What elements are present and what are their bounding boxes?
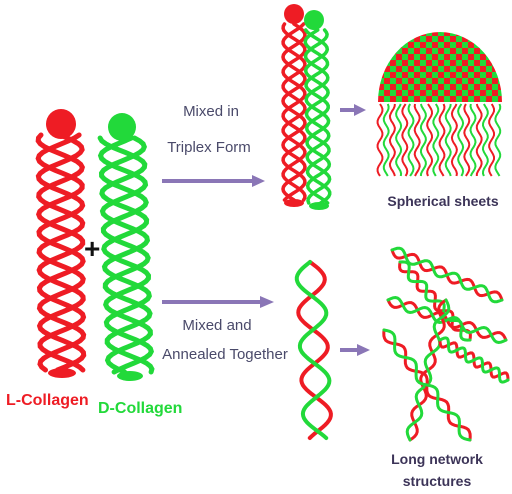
l-collagen-strand	[35, 132, 87, 373]
small-l-strand	[281, 22, 307, 202]
sheet-strand	[401, 103, 409, 177]
sheet-strand	[407, 103, 415, 177]
small-d-strand	[303, 28, 332, 205]
arrow-to-network	[340, 344, 370, 356]
sheet-strand	[426, 103, 434, 177]
l-collagen-base	[48, 368, 76, 378]
d-collagen-strand	[97, 135, 153, 375]
sheet-strand	[469, 103, 477, 177]
sheet-strand	[457, 103, 465, 177]
sheet-strand	[413, 103, 421, 177]
step2-label-line2: Annealed Together	[162, 346, 288, 363]
arrow-triplex	[162, 175, 265, 187]
arrow-to-sheets	[340, 104, 366, 116]
sheet-strand	[388, 103, 396, 177]
small-l-base	[284, 199, 304, 207]
network-strand-green	[382, 328, 472, 442]
sheet-strand	[376, 103, 384, 177]
triplex-pair	[281, 4, 332, 210]
result2-label-line2: structures	[402, 473, 472, 489]
result2-label-line1: Long network	[391, 451, 483, 467]
spherical-sheet	[376, 32, 502, 177]
sheet-strand	[432, 103, 440, 177]
d-collagen-base	[117, 371, 143, 381]
network-strand-green	[405, 298, 451, 442]
sheet-strand	[438, 103, 446, 177]
sheet-strand	[419, 103, 427, 177]
d-collagen-helix	[97, 113, 155, 381]
annealed-strand-green	[294, 260, 332, 440]
step1-label-line2: Triplex Form	[167, 139, 251, 156]
l-collagen-label: L-Collagen	[6, 392, 89, 409]
sheet-strand	[475, 103, 483, 177]
small-l-strand	[281, 22, 307, 202]
small-d-head	[304, 10, 324, 30]
small-l-head	[284, 4, 304, 24]
annealed-helix	[294, 260, 333, 440]
network-strand-green	[438, 336, 510, 384]
small-l-strand	[281, 22, 307, 202]
d-collagen-head	[108, 113, 136, 141]
sheet-strand	[382, 103, 390, 177]
sheet-strand	[481, 103, 489, 177]
small-d-strand	[303, 28, 332, 205]
sheet-strand	[444, 103, 452, 177]
l-collagen-strand	[35, 132, 87, 373]
l-collagen-helix	[35, 109, 87, 378]
plus-sign: +	[84, 233, 101, 264]
sheet-strand	[494, 103, 502, 177]
step1-label-line1: Mixed in	[183, 103, 239, 120]
network-strand-green	[386, 295, 508, 345]
sheet-strand	[488, 103, 495, 177]
sheet-strand	[450, 103, 458, 177]
annealed-strand-red	[296, 260, 333, 440]
d-collagen-label: D-Collagen	[98, 400, 183, 417]
step2-label-line1: Mixed and	[182, 317, 252, 334]
network-structure	[382, 246, 510, 442]
small-d-strand	[303, 28, 332, 205]
sheet-strand	[395, 103, 403, 177]
l-collagen-head	[46, 109, 76, 139]
result1-label: Spherical sheets	[387, 193, 499, 209]
sheet-strand	[463, 103, 471, 177]
arrow-annealed	[162, 296, 274, 308]
small-d-base	[309, 202, 329, 210]
d-collagen-strand	[97, 135, 154, 375]
